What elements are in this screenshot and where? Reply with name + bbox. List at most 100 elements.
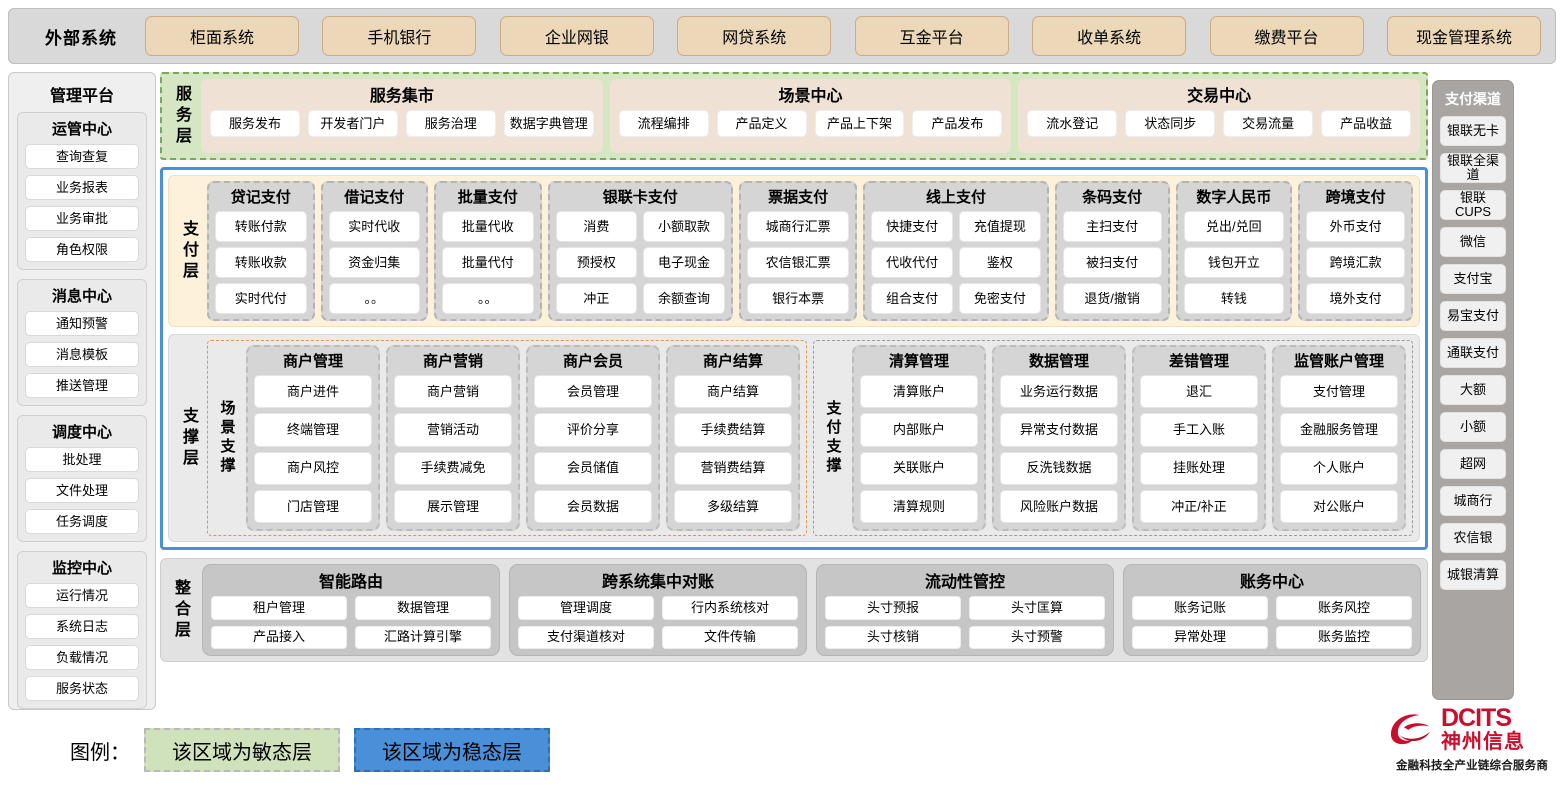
sidebar-item[interactable]: 消息模板	[25, 342, 139, 367]
sidebar-item[interactable]: 通知预警	[25, 311, 139, 336]
external-system-item[interactable]: 企业网银	[499, 16, 654, 56]
channel-item[interactable]: 大额	[1440, 375, 1506, 405]
external-system-item[interactable]: 网贷系统	[677, 16, 832, 56]
payment-item[interactable]: 境外支付	[1306, 283, 1406, 314]
payment-item[interactable]: 消费	[555, 211, 638, 242]
service-item[interactable]: 服务治理	[405, 110, 496, 137]
channel-item[interactable]: 小额	[1440, 412, 1506, 442]
integration-item[interactable]: 文件传输	[662, 625, 798, 649]
support-item[interactable]: 内部账户	[860, 413, 978, 447]
support-item[interactable]: 异常支付数据	[1000, 413, 1118, 447]
service-item[interactable]: 状态同步	[1125, 110, 1216, 137]
support-item[interactable]: 商户进件	[254, 375, 372, 409]
support-item[interactable]: 支付管理	[1280, 375, 1398, 409]
service-item[interactable]: 流程编排	[618, 110, 709, 137]
sidebar-item[interactable]: 推送管理	[25, 373, 139, 398]
channel-item[interactable]: 微信	[1440, 227, 1506, 257]
payment-item[interactable]: 实时代收	[328, 211, 421, 242]
sidebar-item[interactable]: 文件处理	[25, 478, 139, 503]
payment-item[interactable]: 资金归集	[328, 247, 421, 278]
support-item[interactable]: 冲正/补正	[1140, 489, 1258, 523]
support-item[interactable]: 个人账户	[1280, 451, 1398, 485]
integration-item[interactable]: 头寸匡算	[969, 596, 1105, 620]
external-system-item[interactable]: 现金管理系统	[1386, 16, 1541, 56]
external-system-item[interactable]: 手机银行	[322, 16, 477, 56]
integration-item[interactable]: 汇路计算引擎	[355, 625, 491, 649]
payment-item[interactable]: 余额查询	[643, 283, 725, 314]
channel-item[interactable]: 支付宝	[1440, 264, 1506, 294]
channel-item[interactable]: 通联支付	[1440, 338, 1506, 368]
support-item[interactable]: 商户风控	[254, 451, 372, 485]
integration-item[interactable]: 账务记账	[1132, 596, 1268, 620]
service-item[interactable]: 产品收益	[1321, 110, 1412, 137]
support-item[interactable]: 会员管理	[534, 375, 652, 409]
payment-item[interactable]: 电子现金	[643, 247, 725, 278]
support-item[interactable]: 终端管理	[254, 413, 372, 447]
payment-item[interactable]: 兑出/兑回	[1183, 211, 1285, 242]
channel-item[interactable]: 城商行	[1440, 486, 1506, 516]
support-item[interactable]: 多级结算	[674, 489, 792, 523]
support-item[interactable]: 挂账处理	[1140, 451, 1258, 485]
integration-item[interactable]: 账务风控	[1276, 596, 1412, 620]
external-system-item[interactable]: 互金平台	[854, 16, 1009, 56]
service-item[interactable]: 产品发布	[912, 110, 1003, 137]
integration-item[interactable]: 异常处理	[1132, 625, 1268, 649]
channel-item[interactable]: 超网	[1440, 449, 1506, 479]
sidebar-item[interactable]: 查询查复	[25, 144, 139, 169]
payment-item[interactable]: 跨境汇款	[1306, 247, 1406, 278]
payment-item[interactable]: 转账付款	[215, 211, 307, 242]
service-item[interactable]: 产品上下架	[814, 110, 905, 137]
payment-item[interactable]: 批量代付	[442, 247, 534, 278]
sidebar-item[interactable]: 运行情况	[25, 583, 139, 608]
payment-item[interactable]: 退货/撤销	[1062, 283, 1162, 314]
support-item[interactable]: 评价分享	[534, 413, 652, 447]
support-item[interactable]: 会员数据	[534, 489, 652, 523]
service-item[interactable]: 产品定义	[716, 110, 807, 137]
sidebar-item[interactable]: 任务调度	[25, 509, 139, 534]
service-item[interactable]: 开发者门户	[307, 110, 398, 137]
payment-item[interactable]: 预授权	[555, 247, 638, 278]
payment-item[interactable]: 代收代付	[871, 247, 954, 278]
channel-item[interactable]: 易宝支付	[1440, 301, 1506, 331]
payment-item[interactable]: 农信银汇票	[746, 247, 850, 278]
payment-item[interactable]: 鉴权	[959, 247, 1041, 278]
sidebar-item[interactable]: 批处理	[25, 447, 139, 472]
payment-item[interactable]: 。。	[328, 283, 421, 314]
external-system-item[interactable]: 缴费平台	[1209, 16, 1364, 56]
payment-item[interactable]: 转账收款	[215, 247, 307, 278]
support-item[interactable]: 手续费减免	[394, 451, 512, 485]
payment-item[interactable]: 实时代付	[215, 283, 307, 314]
payment-item[interactable]: 冲正	[555, 283, 638, 314]
integration-item[interactable]: 管理调度	[518, 596, 654, 620]
payment-item[interactable]: 批量代收	[442, 211, 534, 242]
payment-item[interactable]: 免密支付	[959, 283, 1041, 314]
sidebar-item[interactable]: 系统日志	[25, 614, 139, 639]
support-item[interactable]: 风险账户数据	[1000, 489, 1118, 523]
payment-item[interactable]: 小额取款	[643, 211, 725, 242]
channel-item[interactable]: 银联全渠道	[1440, 153, 1506, 183]
service-item[interactable]: 交易流量	[1223, 110, 1314, 137]
payment-item[interactable]: 转钱	[1183, 283, 1285, 314]
channel-item[interactable]: 银联无卡	[1440, 116, 1506, 146]
payment-item[interactable]: 快捷支付	[871, 211, 954, 242]
support-item[interactable]: 清算账户	[860, 375, 978, 409]
payment-item[interactable]: 银行本票	[746, 283, 850, 314]
support-item[interactable]: 对公账户	[1280, 489, 1398, 523]
support-item[interactable]: 会员储值	[534, 451, 652, 485]
integration-item[interactable]: 头寸核销	[825, 625, 961, 649]
service-item[interactable]: 流水登记	[1027, 110, 1118, 137]
sidebar-item[interactable]: 业务报表	[25, 175, 139, 200]
support-item[interactable]: 关联账户	[860, 451, 978, 485]
payment-item[interactable]: 外币支付	[1306, 211, 1406, 242]
support-item[interactable]: 业务运行数据	[1000, 375, 1118, 409]
integration-item[interactable]: 行内系统核对	[662, 596, 798, 620]
payment-item[interactable]: 。。	[442, 283, 534, 314]
support-item[interactable]: 商户结算	[674, 375, 792, 409]
channel-item[interactable]: 城银清算	[1440, 560, 1506, 590]
support-item[interactable]: 手工入账	[1140, 413, 1258, 447]
support-item[interactable]: 金融服务管理	[1280, 413, 1398, 447]
support-item[interactable]: 营销活动	[394, 413, 512, 447]
support-item[interactable]: 营销费结算	[674, 451, 792, 485]
channel-item[interactable]: 银联CUPS	[1440, 190, 1506, 220]
integration-item[interactable]: 账务监控	[1276, 625, 1412, 649]
